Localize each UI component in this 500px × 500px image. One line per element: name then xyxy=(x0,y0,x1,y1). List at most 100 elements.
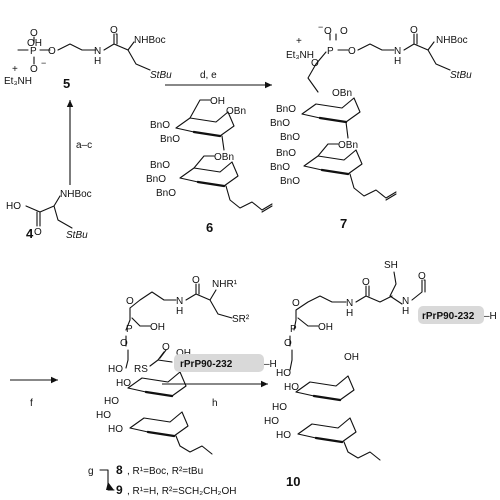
compound-7: + Et₃NH O − P O O O N H O NHBoc StBu OBn… xyxy=(270,22,472,231)
p-oh-label-10: OH xyxy=(318,322,333,333)
nh-h-label-10: H xyxy=(402,306,409,317)
peptide-end-reagent: –H xyxy=(264,359,277,370)
obn-label-6b: OBn xyxy=(214,152,234,163)
ester-o-7: O xyxy=(311,58,319,69)
compound-8-9: O N H O NHR¹ SR² P OH O OH HO HO HO HO H… xyxy=(88,275,250,497)
nhboc-label-7: NHBoc xyxy=(436,35,468,46)
oh-label-8a: OH xyxy=(176,348,191,359)
ho-label-8a: HO xyxy=(108,364,123,375)
compound-label-6: 6 xyxy=(206,220,213,235)
carbonyl-o-10b: O xyxy=(418,271,426,282)
ho-label-8e: HO xyxy=(108,424,123,435)
carbonyl-o: O xyxy=(110,25,118,36)
reagent-g: g xyxy=(88,466,94,477)
compound-10: SH O N H O N H O rPrP90-232 –H P OH O OH… xyxy=(264,260,497,489)
compound-label-7: 7 xyxy=(340,216,347,231)
bno-label-7e: BnO xyxy=(270,162,290,173)
obn-label-6a: OBn xyxy=(226,106,246,117)
amide-n-7: N xyxy=(394,46,401,57)
reagent-a-c: a–c xyxy=(76,140,92,151)
thioester-reagent: O RS rPrP90-232 –H xyxy=(134,342,277,375)
peptide-tag-bg-10 xyxy=(418,306,484,324)
et3nh-label-5: Et₃NH xyxy=(4,76,32,87)
bno-label-7d: BnO xyxy=(276,148,296,159)
thioester-o: O xyxy=(162,342,170,353)
stbu-label-4: StBu xyxy=(66,230,88,241)
acid-o-label: O xyxy=(34,227,42,238)
oh-label-10a: OH xyxy=(344,352,359,363)
compound-label-5: 5 xyxy=(63,76,70,91)
compound-label-4: 4 xyxy=(26,226,34,241)
compound-label-10: 10 xyxy=(286,474,300,489)
peptide-label-product: rPrP90-232 xyxy=(422,311,475,322)
ester-o: O xyxy=(48,46,56,57)
p-atom-10: P xyxy=(290,324,297,335)
bno-label-6d: BnO xyxy=(146,174,166,185)
et3nh-label-7: Et₃NH xyxy=(286,50,314,61)
bno-label-6c: BnO xyxy=(150,160,170,171)
arrow-h: h xyxy=(162,380,268,409)
acid-ho-label: HO xyxy=(6,201,21,212)
ester-o-8: O xyxy=(126,296,134,307)
arrow-a-c: a–c xyxy=(66,100,92,185)
nhr1-label: NHR¹ xyxy=(212,279,238,290)
compound-desc-8: , R¹=Boc, R²=tBu xyxy=(127,466,203,477)
ho-label-10c: HO xyxy=(272,402,287,413)
plus-sign-5: + xyxy=(12,64,18,75)
stbu-label-5: StBu xyxy=(150,70,172,81)
sh-label-10: SH xyxy=(384,260,398,271)
oh-label-6: OH xyxy=(210,96,225,107)
bno-label-7c: BnO xyxy=(280,132,300,143)
p-o-label-10: O xyxy=(284,338,292,349)
arrow-f: f xyxy=(10,376,58,409)
amide-n-8: N xyxy=(176,296,183,307)
ho-label-10d: HO xyxy=(264,416,279,427)
ho-label-8c: HO xyxy=(104,396,119,407)
bno-label-6a: BnO xyxy=(150,120,170,131)
ho-label-8d: HO xyxy=(96,410,111,421)
obn-label-7a: OBn xyxy=(332,88,352,99)
bno-label-7a: BnO xyxy=(276,104,296,115)
stbu-label-7: StBu xyxy=(450,70,472,81)
nhboc-label-4: NHBoc xyxy=(60,189,92,200)
carbonyl-o-10: O xyxy=(362,277,370,288)
oxide-o-7: O xyxy=(324,26,332,37)
amide-h-8: H xyxy=(176,306,183,317)
plus-sign-7: + xyxy=(296,36,302,47)
reagent-f: f xyxy=(30,398,33,409)
oxo-o: O xyxy=(30,28,38,39)
p-atom-8: P xyxy=(126,324,133,335)
amide-h: H xyxy=(94,56,101,67)
compound-6: OH OBn BnO BnO OBn BnO BnO BnO 6 xyxy=(146,96,273,235)
nhboc-label-5: NHBoc xyxy=(134,35,166,46)
sr2-label: SR² xyxy=(232,314,250,325)
reagent-d-e: d, e xyxy=(200,70,217,81)
ester-o-7b: O xyxy=(348,46,356,57)
peptide-label-reagent: rPrP90-232 xyxy=(180,359,233,370)
ho-label-10e: HO xyxy=(276,430,291,441)
compound-5: OH P O O − O N H O NHBoc StBu + Et₃NH 5 xyxy=(4,25,172,91)
obn-label-7b: OBn xyxy=(338,140,358,151)
oxide-o: O xyxy=(30,64,38,75)
minus-sign-7: − xyxy=(318,22,323,32)
p-atom: P xyxy=(30,46,37,57)
amide-n-10: N xyxy=(346,298,353,309)
bno-label-7f: BnO xyxy=(280,176,300,187)
amide-h-7: H xyxy=(394,56,401,67)
bno-label-6b: BnO xyxy=(160,134,180,145)
n-label-10: N xyxy=(402,296,409,307)
bno-label-7b: BnO xyxy=(270,118,290,129)
ho-label-10b: HO xyxy=(284,382,299,393)
compound-desc-9: , R¹=H, R²=SCH₂CH₂OH xyxy=(127,486,236,497)
compound-label-9: 9 xyxy=(116,483,123,497)
p-oh-label-8: OH xyxy=(150,322,165,333)
reagent-h: h xyxy=(212,398,218,409)
peptide-end-product: –H xyxy=(484,311,497,322)
ho-label-10a: HO xyxy=(276,368,291,379)
p-o-label-8: O xyxy=(120,338,128,349)
compound-label-8: 8 xyxy=(116,463,123,477)
oxo-o-7: O xyxy=(340,26,348,37)
peptide-tag-bg xyxy=(174,354,264,372)
arrow-d-e: d, e xyxy=(165,70,272,89)
